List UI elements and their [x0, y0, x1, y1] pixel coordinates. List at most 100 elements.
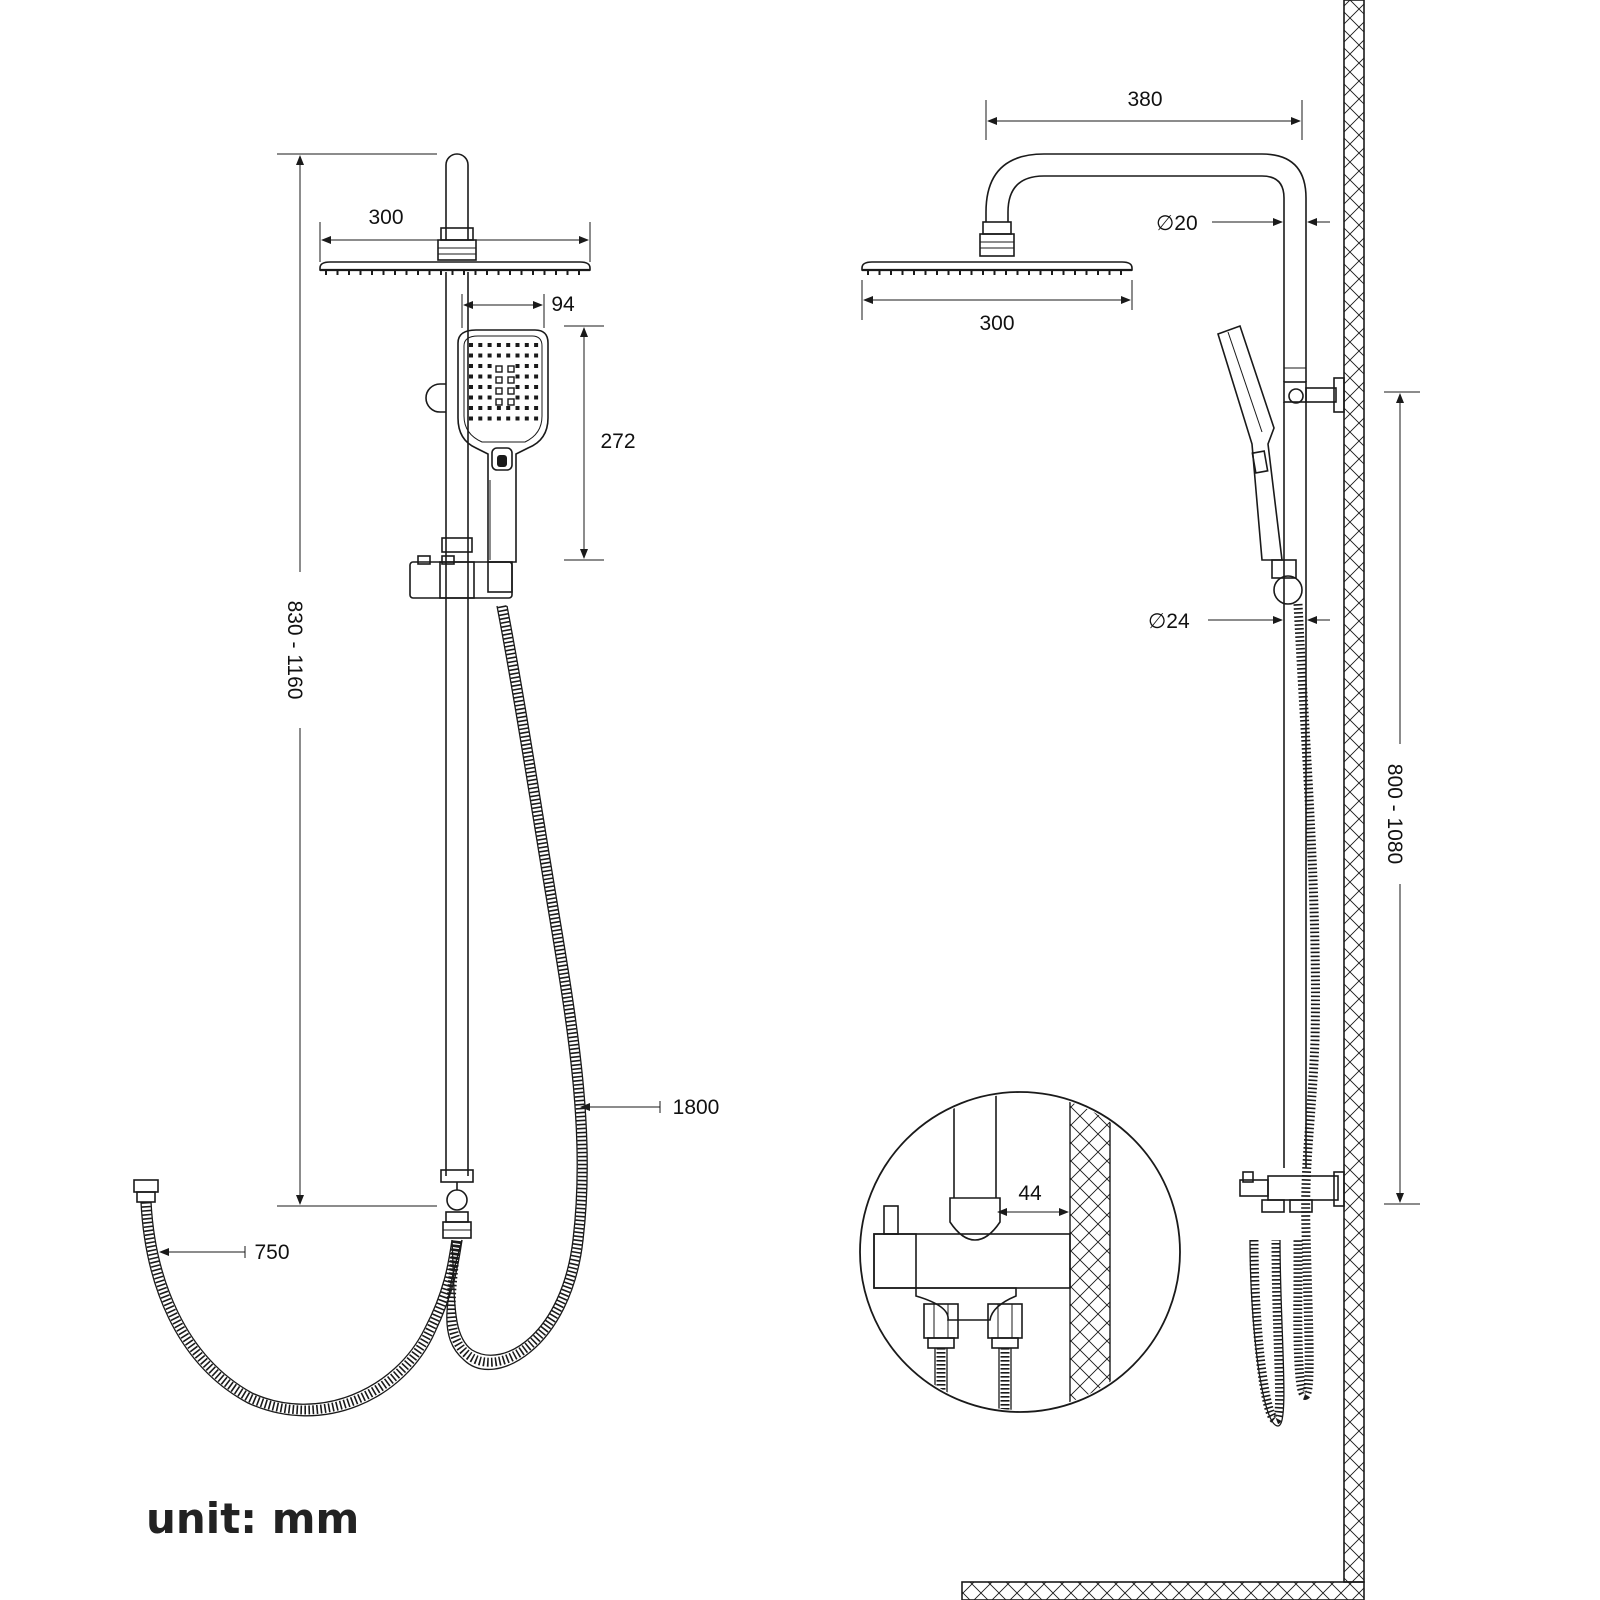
- upper-pipe-diameter-callout: ∅20: [1156, 212, 1330, 235]
- center-spray-nozzle: [507, 398, 515, 406]
- spray-nozzle: [469, 364, 473, 368]
- arm-reach-dimension: 380: [985, 88, 1303, 140]
- spray-nozzle: [534, 395, 539, 400]
- wall-section: [961, 0, 1365, 1600]
- spray-nozzle: [487, 364, 492, 368]
- hand-shower-height-label: 272: [600, 430, 635, 453]
- spray-nozzle: [469, 385, 473, 389]
- spray-nozzle: [478, 364, 483, 368]
- spray-nozzle: [478, 395, 483, 400]
- spray-nozzle: [506, 406, 511, 410]
- diverter-detail-view: 44: [859, 1091, 1181, 1413]
- rain-head-width-label: 300: [368, 206, 403, 229]
- spray-nozzle: [487, 343, 492, 347]
- rail-height-label: 830 - 1160: [283, 601, 306, 700]
- spray-nozzle: [534, 374, 539, 379]
- spray-nozzle: [515, 343, 520, 347]
- center-spray-nozzle: [495, 398, 503, 406]
- spray-nozzle: [487, 395, 492, 400]
- spray-nozzle: [524, 353, 529, 358]
- spray-nozzle: [534, 406, 539, 410]
- spray-nozzle: [469, 395, 473, 400]
- rail-height-dimension: 830 - 1160: [277, 153, 437, 1207]
- rain-head-swivel-side: [979, 233, 1015, 257]
- hand-shower-width-label: 94: [551, 293, 575, 316]
- spray-nozzle: [469, 343, 473, 347]
- spray-nozzle: [534, 416, 539, 421]
- spray-nozzle: [478, 353, 483, 358]
- spray-nozzle: [496, 406, 501, 410]
- shower-arm-inner: [1007, 175, 1285, 382]
- spray-nozzle: [534, 364, 539, 368]
- spray-nozzle: [469, 406, 473, 410]
- hand-shower-front: [457, 329, 549, 563]
- spray-nozzle: [487, 353, 492, 358]
- top-riser-pipe: [445, 153, 469, 240]
- spray-nozzle: [515, 353, 520, 358]
- bracket-spacing-label: 800 - 1080: [1383, 764, 1406, 864]
- spray-nozzle: [515, 364, 520, 368]
- inlet-hose-length-label: 750: [254, 1241, 289, 1264]
- hand-shower-holder-side: [1273, 575, 1303, 605]
- rain-head-swivel: [437, 239, 477, 261]
- spray-nozzle: [515, 395, 520, 400]
- spray-nozzle: [478, 385, 483, 389]
- spray-nozzle: [524, 374, 529, 379]
- inlet-hose-front: [133, 1179, 463, 1417]
- center-spray-nozzle: [507, 387, 515, 395]
- arm-reach-label: 380: [1127, 88, 1162, 111]
- lower-pipe-diameter-callout: ∅24: [1148, 610, 1330, 633]
- spray-nozzle: [534, 385, 539, 389]
- center-spray-nozzle: [495, 376, 503, 384]
- spray-nozzle: [487, 385, 492, 389]
- spray-nozzle: [524, 364, 529, 368]
- center-spray-nozzle: [495, 365, 503, 373]
- rain-head-width-dimension-side: 300: [861, 280, 1133, 335]
- shower-hose-length-label: 1800: [673, 1096, 720, 1119]
- spray-nozzle: [487, 406, 492, 410]
- rain-head-width-label-side: 300: [979, 312, 1014, 335]
- spray-mode-button: [491, 447, 513, 471]
- front-view: 830 - 1160 300: [133, 153, 720, 1417]
- holder-knob: [425, 383, 446, 413]
- diverter-side: [1239, 1171, 1345, 1213]
- spray-nozzle: [506, 353, 511, 358]
- slide-holder: [409, 537, 513, 599]
- spray-nozzle: [524, 343, 529, 347]
- spray-nozzle: [515, 385, 520, 389]
- spray-nozzle: [534, 343, 539, 347]
- spray-nozzle: [496, 353, 501, 358]
- lower-pipe-diameter-label: ∅24: [1148, 610, 1190, 633]
- spray-nozzle: [515, 374, 520, 379]
- side-view: 380 300 ∅20: [859, 0, 1420, 1600]
- inlet-hose-length-callout: 750: [159, 1241, 290, 1264]
- spray-nozzle: [478, 406, 483, 410]
- shower-hose-front: [446, 605, 588, 1370]
- rain-head-width-dimension: 300: [319, 206, 591, 262]
- spray-nozzle: [524, 385, 529, 389]
- spray-nozzle: [506, 416, 511, 421]
- shower-arm-outer: [985, 153, 1307, 382]
- spray-nozzle: [534, 353, 539, 358]
- diverter-connector-front: [440, 1169, 474, 1239]
- spray-nozzle: [524, 416, 529, 421]
- upper-pipe-diameter-label: ∅20: [1156, 212, 1198, 235]
- spray-nozzle: [496, 416, 501, 421]
- center-spray-nozzle: [495, 387, 503, 395]
- spray-nozzle: [515, 406, 520, 410]
- spray-nozzle: [524, 406, 529, 410]
- wall-offset-label: 44: [1018, 1182, 1042, 1205]
- inlet-hose-nut: [133, 1179, 159, 1193]
- spray-nozzle: [496, 343, 501, 347]
- unit-label: unit: mm: [146, 1494, 359, 1543]
- spray-nozzle: [478, 343, 483, 347]
- spray-nozzle: [524, 395, 529, 400]
- shower-hose-length-callout: 1800: [580, 1096, 720, 1119]
- bracket-spacing-dimension: 800 - 1080: [1383, 391, 1420, 1205]
- spray-nozzle: [487, 374, 492, 379]
- spray-nozzle: [469, 416, 473, 421]
- spray-nozzle: [478, 416, 483, 421]
- upper-wall-bracket: [1283, 367, 1345, 413]
- rain-shower-head-side: [861, 261, 1133, 275]
